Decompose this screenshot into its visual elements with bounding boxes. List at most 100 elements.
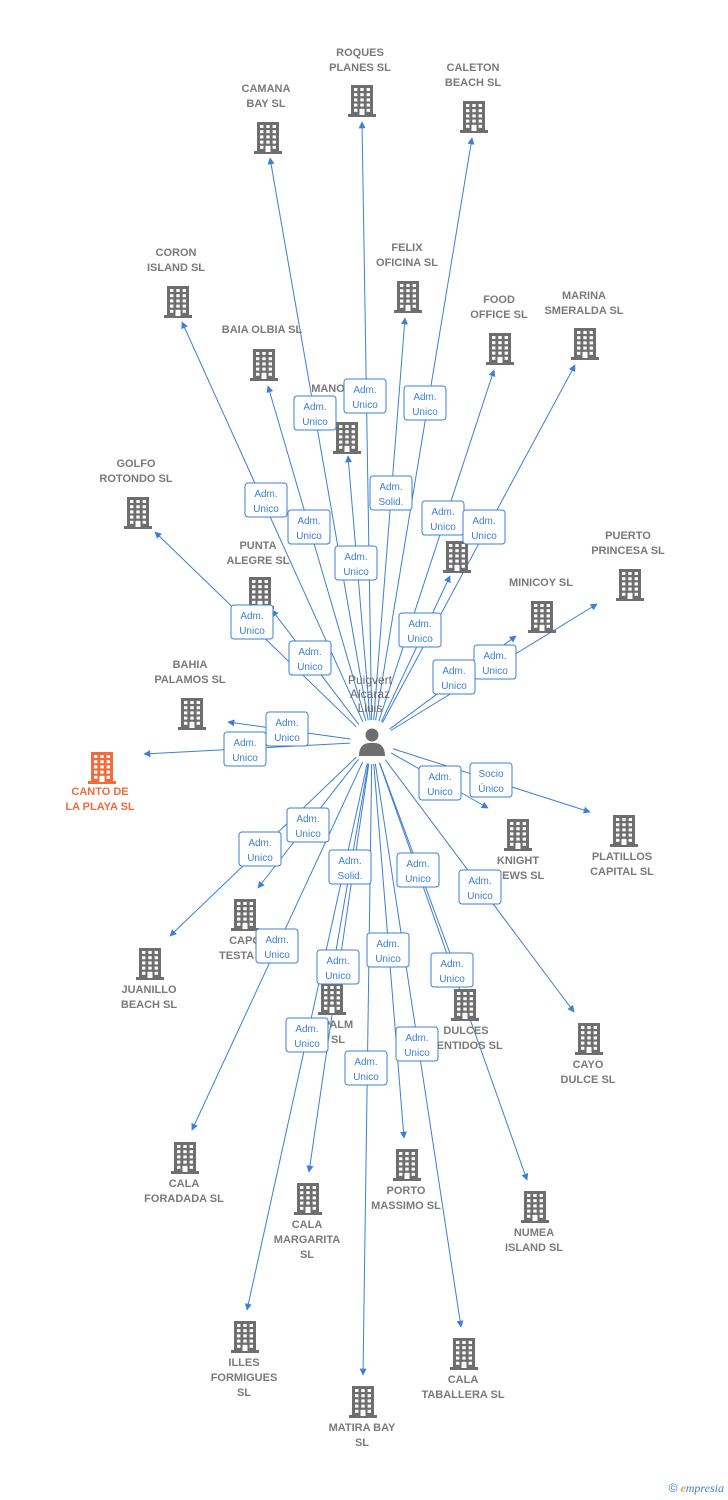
person-name-line[interactable]: Puigvert	[348, 673, 393, 687]
company-label[interactable]: SL	[355, 1437, 369, 1449]
relation-label[interactable]: Adm.Solid.	[369, 475, 413, 511]
building-icon[interactable]	[451, 989, 479, 1021]
building-icon[interactable]	[231, 1321, 259, 1353]
company-label[interactable]: VIEWS SL	[492, 870, 545, 882]
relation-label[interactable]: Adm.Unico	[421, 500, 465, 536]
company-node[interactable]: FOOD OFFICE SL	[470, 294, 528, 365]
company-label[interactable]: BAHIA	[173, 659, 208, 671]
company-label[interactable]: DULCE SL	[561, 1074, 616, 1086]
relation-label[interactable]: Adm.Unico	[418, 765, 462, 801]
company-label[interactable]: PLATILLOS	[592, 851, 652, 863]
relation-label[interactable]: Adm.Unico	[316, 949, 360, 985]
company-label[interactable]: CAPITAL SL	[590, 866, 654, 878]
company-node[interactable]: CALETON BEACH SL	[445, 62, 502, 133]
relation-label[interactable]: Adm.Unico	[265, 711, 309, 747]
company-label[interactable]: CAYO	[573, 1059, 604, 1071]
building-icon[interactable]	[616, 569, 644, 601]
person-name-line[interactable]: Lluis	[358, 701, 383, 715]
building-icon[interactable]	[88, 752, 116, 784]
company-node[interactable]: BAIA OLBIA SL	[222, 324, 303, 381]
company-label[interactable]: BEACH SL	[445, 77, 502, 89]
building-icon[interactable]	[231, 899, 259, 931]
building-icon[interactable]	[348, 85, 376, 117]
company-label[interactable]: ROQUES	[336, 47, 384, 59]
company-label[interactable]: FOOD	[483, 294, 515, 306]
company-label[interactable]: CAMANA	[242, 83, 291, 95]
company-node[interactable]: KNIGHT VIEWS SL	[492, 819, 545, 882]
company-label[interactable]: KNIGHT	[497, 855, 539, 867]
relation-label[interactable]: Adm.Solid.	[328, 849, 372, 885]
building-icon[interactable]	[450, 1338, 478, 1370]
company-label[interactable]: ALEGRE SL	[227, 555, 290, 567]
company-label[interactable]: ILLES	[228, 1357, 259, 1369]
company-label[interactable]: PALM	[323, 1019, 353, 1031]
building-icon[interactable]	[486, 333, 514, 365]
relation-label[interactable]: Adm.Unico	[244, 482, 288, 518]
relation-label[interactable]: Adm.Unico	[286, 807, 330, 843]
company-label[interactable]: CORON	[156, 247, 197, 259]
company-node[interactable]: NUMEA ISLAND SL	[505, 1191, 563, 1254]
company-label[interactable]: GOLFO	[116, 458, 156, 470]
building-icon[interactable]	[178, 698, 206, 730]
company-label[interactable]: CALA	[448, 1374, 479, 1386]
relation-label[interactable]: Adm.Unico	[430, 952, 474, 988]
company-label[interactable]: ISLAND SL	[505, 1242, 563, 1254]
company-label[interactable]: OFICINA SL	[376, 257, 438, 269]
building-icon[interactable]	[443, 541, 471, 573]
building-icon[interactable]	[460, 101, 488, 133]
company-node[interactable]: PLATILLOS CAPITAL SL	[590, 815, 654, 878]
empresia-watermark[interactable]: ©empresia	[669, 1481, 724, 1496]
company-label[interactable]: PUNTA	[239, 540, 276, 552]
relation-label[interactable]: Adm.Unico	[403, 385, 447, 421]
company-node[interactable]: ROQUES PLANES SL	[329, 47, 391, 117]
company-label[interactable]: CALETON	[447, 62, 500, 74]
relation-label[interactable]: Adm.Unico	[462, 509, 506, 545]
relation-label[interactable]: Adm.Unico	[396, 852, 440, 888]
company-label[interactable]: MATIRA BAY	[329, 1422, 396, 1434]
company-label[interactable]: BAIA OLBIA SL	[222, 324, 303, 336]
company-label[interactable]: DULCES	[443, 1025, 488, 1037]
company-label[interactable]: MINICOY SL	[509, 577, 573, 589]
relation-label[interactable]: Adm.Unico	[343, 378, 387, 414]
company-label[interactable]: CAPO	[229, 935, 261, 947]
company-node[interactable]	[443, 541, 471, 573]
company-label[interactable]: SL	[300, 1249, 314, 1261]
relation-label[interactable]: Adm.Unico	[432, 659, 476, 695]
relation-label[interactable]: Adm.Unico	[334, 545, 378, 581]
building-icon[interactable]	[393, 1149, 421, 1181]
company-label[interactable]: SENTIDOS SL	[429, 1040, 503, 1052]
company-label[interactable]: MASSIMO SL	[371, 1200, 441, 1212]
company-label[interactable]: SL	[331, 1034, 345, 1046]
company-label[interactable]: TABALLERA SL	[421, 1389, 504, 1401]
company-label[interactable]: LA PLAYA SL	[65, 801, 135, 813]
company-label[interactable]: MANO	[311, 383, 345, 395]
company-node[interactable]: PUNTA ALEGRE SL	[227, 540, 290, 609]
company-label[interactable]: PLANES SL	[329, 62, 391, 74]
company-label[interactable]: JUANILLO	[122, 984, 177, 996]
building-icon[interactable]	[610, 815, 638, 847]
relation-label[interactable]: Adm.Unico	[288, 640, 332, 676]
company-label[interactable]: PORTO	[387, 1185, 426, 1197]
building-icon[interactable]	[521, 1191, 549, 1223]
building-icon[interactable]	[254, 122, 282, 154]
building-icon[interactable]	[318, 983, 346, 1015]
company-node[interactable]: DULCES SENTIDOS SL	[429, 989, 503, 1052]
relation-label[interactable]: Adm.Unico	[473, 644, 517, 680]
building-icon[interactable]	[575, 1023, 603, 1055]
relation-label[interactable]: Adm.Unico	[230, 604, 274, 640]
company-label[interactable]: NUMEA	[514, 1227, 554, 1239]
company-label[interactable]: PUERTO	[605, 530, 651, 542]
company-label[interactable]: OFFICE SL	[470, 309, 528, 321]
